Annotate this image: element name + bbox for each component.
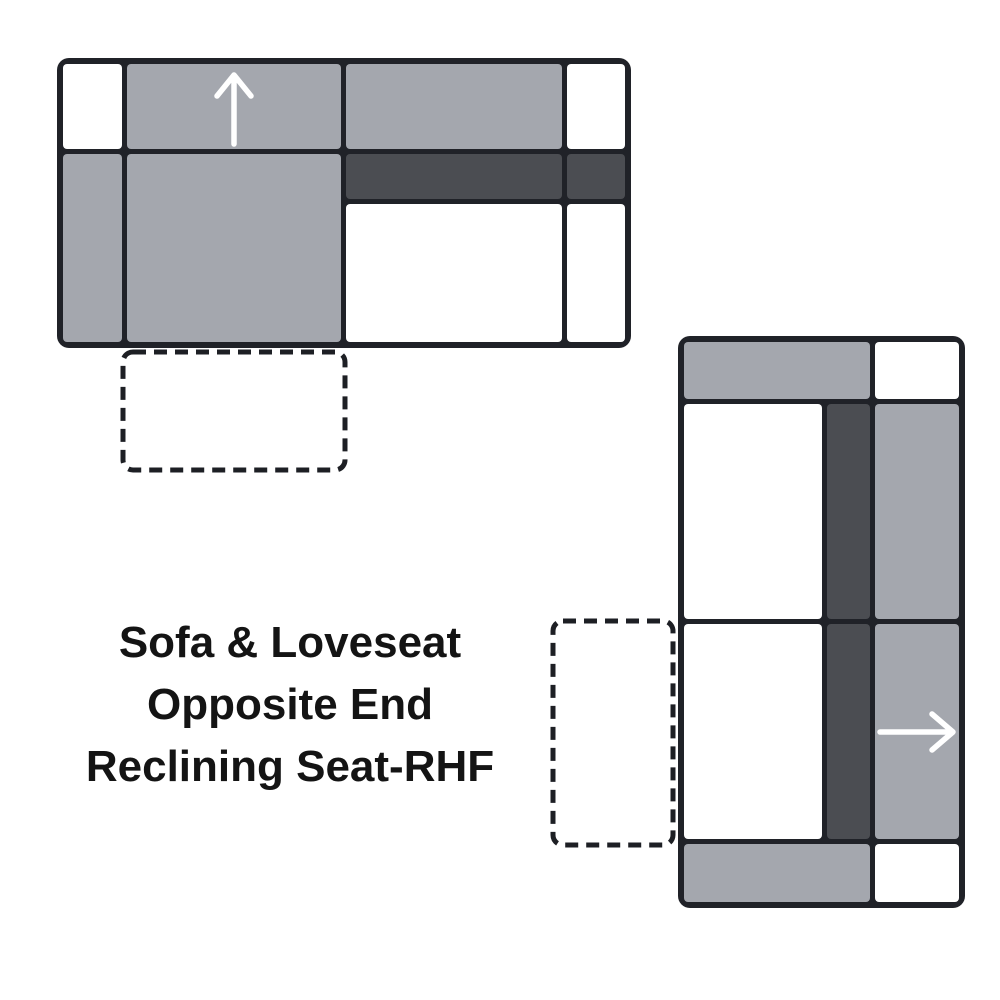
caption-line-1: Sofa & Loveseat [118,618,462,667]
loveseat-back-top [875,404,959,619]
sofa-corner-top-right [567,64,625,149]
loveseat-back-cushion-top [827,404,870,619]
loveseat-arm-top [684,342,870,399]
loveseat-footrest-outline [550,618,676,848]
caption-line-3: Reclining Seat-RHF [85,742,495,791]
loveseat-seat-bottom-reclining [684,624,822,839]
loveseat-back-cushion-bottom [827,624,870,839]
caption-line-2: Opposite End [147,680,433,729]
sofa-back-right [346,64,562,149]
sofa-seat-right [567,204,625,342]
sofa-footrest-outline [120,349,348,473]
loveseat-seat-top [684,404,822,619]
up-arrow-icon [214,67,254,147]
loveseat-arm-bottom [684,844,870,902]
sofa-arm-right [127,154,341,342]
sofa-diagram [57,58,631,348]
loveseat-corner-top-right [875,342,959,399]
sofa-corner-top-left [63,64,122,149]
sofa-arm-left [63,154,122,342]
right-arrow-icon [877,710,957,754]
sofa-seat-left-reclining [346,204,562,342]
sofa-back-cushion-left [346,154,562,199]
loveseat-back-bottom [875,624,959,839]
configuration-caption: Sofa & Loveseat Opposite End Reclining S… [20,612,560,798]
loveseat-corner-bottom-right [875,844,959,902]
sofa-back-left [127,64,341,149]
loveseat-diagram [678,336,965,908]
sofa-back-cushion-right [567,154,625,199]
